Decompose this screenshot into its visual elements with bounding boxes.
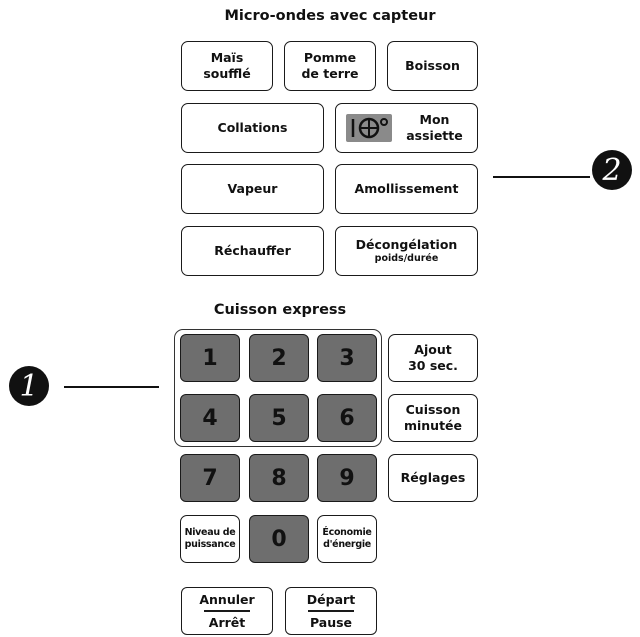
power-level-line1: Niveau de — [184, 526, 236, 538]
number-key-4[interactable]: 4 — [180, 394, 240, 442]
number-key-9[interactable]: 9 — [317, 454, 377, 502]
number-key-6[interactable]: 6 — [317, 394, 377, 442]
snacks-button[interactable]: Collations — [181, 103, 324, 153]
popcorn-label-line2: soufflé — [203, 66, 251, 81]
settings-label: Réglages — [400, 470, 466, 486]
cancel-label: Annuler — [199, 592, 255, 608]
cancel-off-button[interactable]: Annuler Arrêt — [181, 587, 273, 635]
start-label: Départ — [306, 592, 356, 608]
pause-label: Pause — [309, 614, 353, 630]
energy-saver-line2: d'énergie — [323, 539, 371, 550]
steam-button[interactable]: Vapeur — [181, 164, 324, 214]
my-plate-button[interactable]: Mon assiette — [335, 103, 478, 153]
callout-1-badge: 1 — [9, 366, 49, 406]
number-key-0[interactable]: 0 — [249, 515, 309, 563]
energy-saver-button[interactable]: Économie d'énergie — [317, 515, 377, 563]
sensor-section-title: Micro-ondes avec capteur — [224, 8, 436, 24]
off-label: Arrêt — [208, 614, 246, 630]
callout-2-badge: 2 — [592, 150, 632, 190]
number-key-8[interactable]: 8 — [249, 454, 309, 502]
defrost-label: Décongélation — [355, 237, 458, 253]
beverage-button[interactable]: Boisson — [387, 41, 478, 91]
express-section-title: Cuisson express — [213, 302, 347, 318]
callout-2-number: 2 — [602, 152, 622, 188]
potato-button[interactable]: Pomme de terre — [284, 41, 376, 91]
potato-label-line2: de terre — [301, 66, 359, 81]
number-key-5[interactable]: 5 — [249, 394, 309, 442]
my-plate-label-line1: Mon — [419, 112, 450, 128]
callout-1-number: 1 — [19, 368, 39, 404]
callout-1-leader-line — [64, 386, 159, 388]
popcorn-label-line1: Maïs — [210, 50, 244, 66]
defrost-sublabel: poids/durée — [374, 252, 439, 264]
start-divider — [308, 610, 354, 612]
energy-saver-line1: Économie — [322, 526, 372, 538]
power-level-line2: puissance — [184, 539, 236, 550]
start-pause-button[interactable]: Départ Pause — [285, 587, 377, 635]
defrost-button[interactable]: Décongélation poids/durée — [335, 226, 478, 276]
plate-fork-icon — [346, 114, 392, 142]
settings-button[interactable]: Réglages — [388, 454, 478, 502]
timed-cook-button[interactable]: Cuisson minutée — [388, 394, 478, 442]
timed-cook-line2: minutée — [403, 418, 463, 433]
beverage-label: Boisson — [405, 58, 460, 74]
reheat-button[interactable]: Réchauffer — [181, 226, 324, 276]
soften-label: Amollissement — [354, 181, 459, 197]
number-key-2[interactable]: 2 — [249, 334, 309, 382]
number-key-7[interactable]: 7 — [180, 454, 240, 502]
my-plate-label-line2: assiette — [406, 128, 463, 143]
power-level-button[interactable]: Niveau de puissance — [180, 515, 240, 563]
steam-label: Vapeur — [227, 181, 278, 197]
popcorn-button[interactable]: Maïs soufflé — [181, 41, 273, 91]
callout-2-leader-line — [493, 176, 590, 178]
number-key-3[interactable]: 3 — [317, 334, 377, 382]
add-30-sec-button[interactable]: Ajout 30 sec. — [388, 334, 478, 382]
number-group-bracket — [174, 329, 382, 447]
add-30-sec-line1: Ajout — [414, 342, 452, 358]
number-key-1[interactable]: 1 — [180, 334, 240, 382]
reheat-label: Réchauffer — [214, 243, 291, 259]
add-30-sec-line2: 30 sec. — [408, 358, 458, 373]
my-plate-label: Mon assiette — [392, 112, 477, 143]
timed-cook-line1: Cuisson — [405, 402, 461, 418]
potato-label-line1: Pomme — [303, 50, 357, 66]
cancel-divider — [204, 610, 250, 612]
snacks-label: Collations — [217, 120, 288, 136]
soften-button[interactable]: Amollissement — [335, 164, 478, 214]
